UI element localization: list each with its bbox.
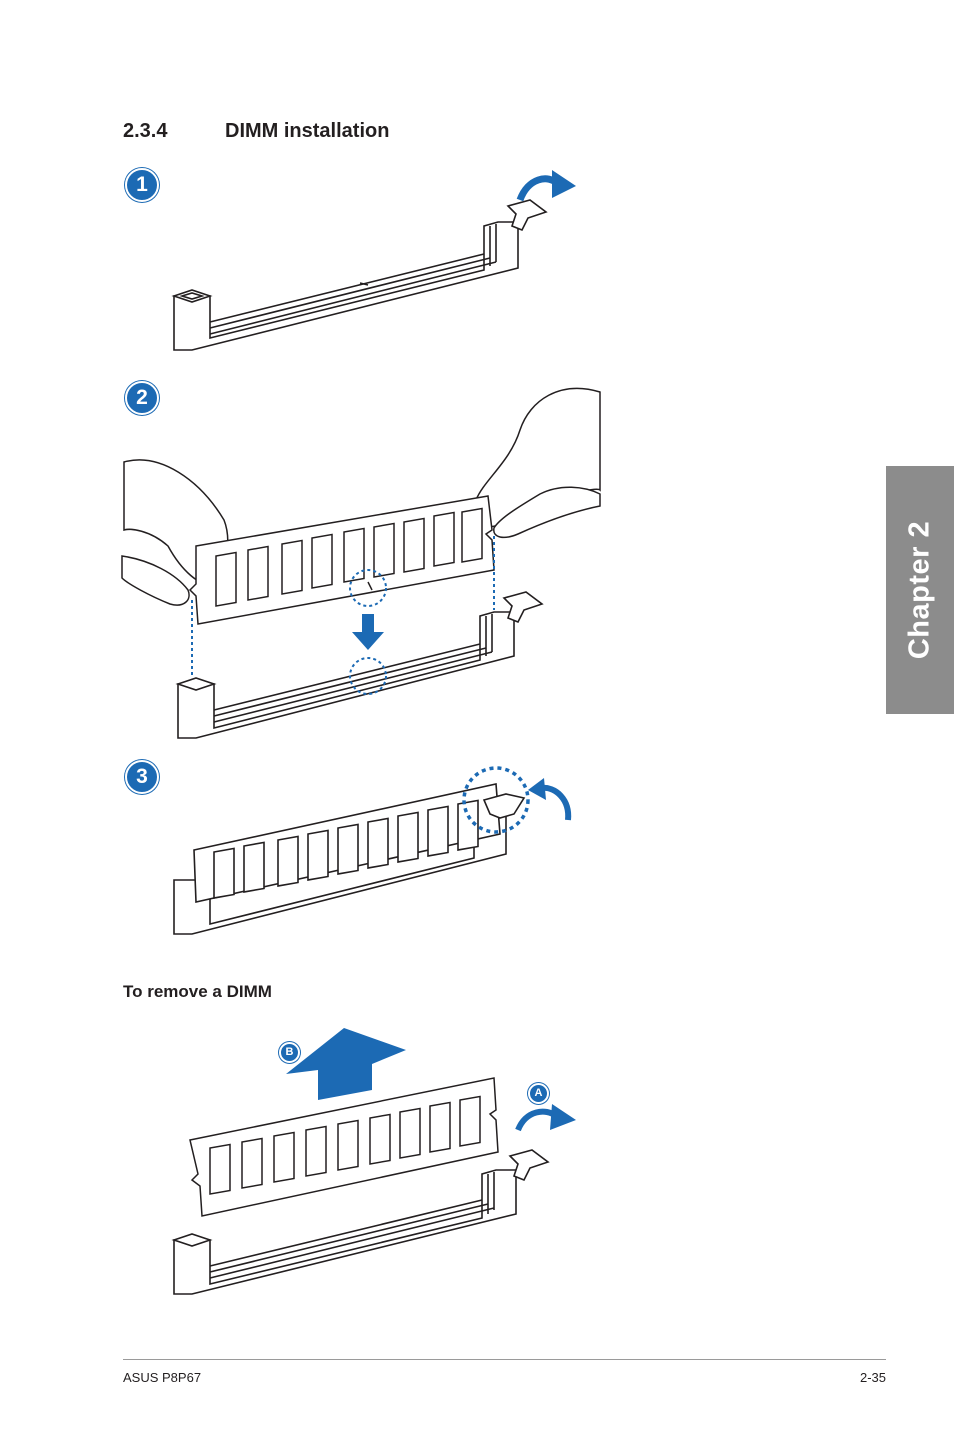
section-heading: 2.3.4 DIMM installation bbox=[123, 120, 389, 143]
step-1-slot bbox=[171, 199, 548, 351]
remove-up-arrow bbox=[286, 1028, 406, 1100]
remove-dimm bbox=[189, 1077, 499, 1217]
step-2-down-arrow bbox=[352, 614, 384, 650]
chapter-tab: Chapter 2 bbox=[886, 466, 954, 714]
footer-page-number: 2-35 bbox=[859, 1370, 886, 1385]
chapter-tab-label: Chapter 2 bbox=[903, 520, 936, 660]
step-3-badge: 3 bbox=[125, 760, 159, 794]
remove-slot bbox=[171, 1149, 550, 1295]
step-3-slot bbox=[173, 783, 526, 935]
step-2-guides bbox=[191, 536, 495, 695]
step-2-badge: 2 bbox=[125, 381, 159, 415]
step-1-badge: 1 bbox=[125, 168, 159, 202]
remove-heading: To remove a DIMM bbox=[123, 982, 272, 1001]
remove-step-a-badge: A bbox=[528, 1083, 549, 1104]
remove-step-b-badge: B bbox=[279, 1042, 300, 1063]
section-number: 2.3.4 bbox=[123, 120, 168, 142]
footer-product-name: ASUS P8P67 bbox=[123, 1370, 202, 1385]
step-2-dimm bbox=[188, 495, 495, 625]
step-3-clip-highlight bbox=[462, 766, 530, 834]
section-title: DIMM installation bbox=[225, 120, 390, 142]
footer-divider bbox=[123, 1359, 886, 1360]
